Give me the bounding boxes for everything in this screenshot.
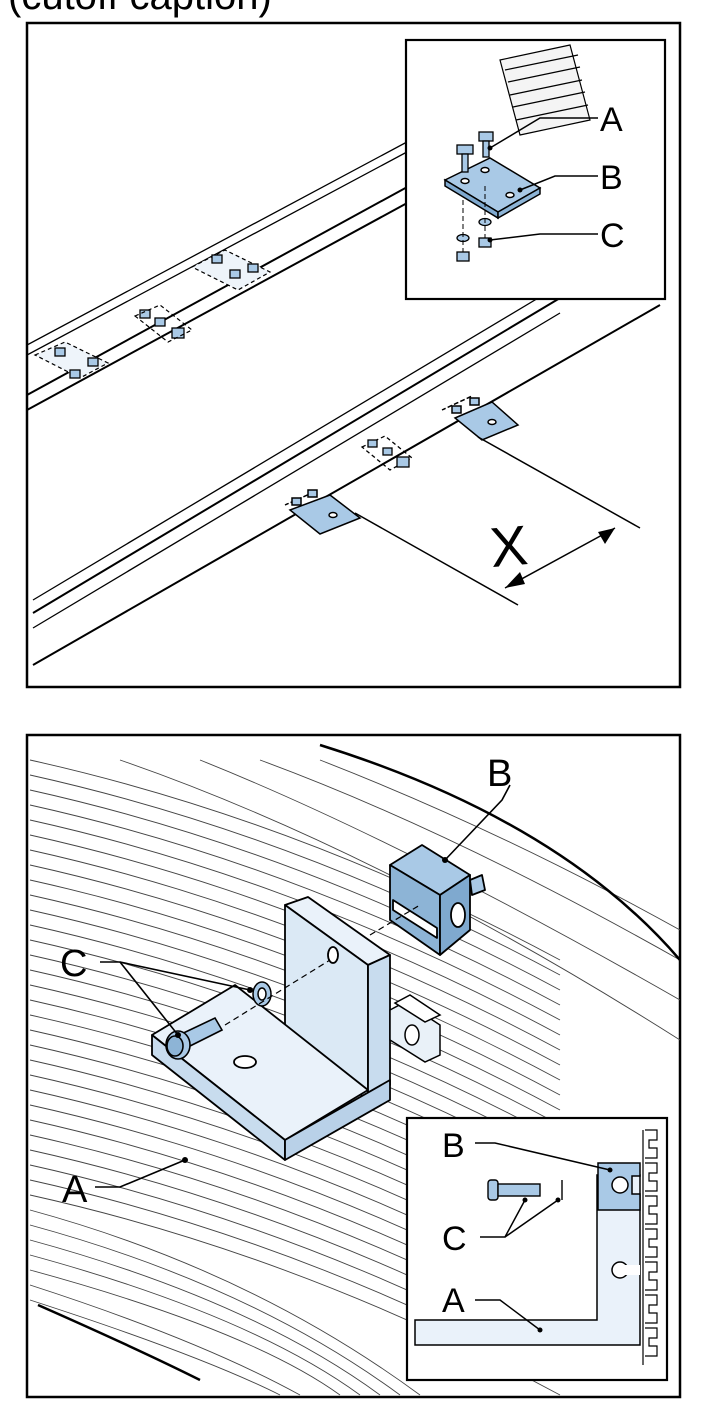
inset-label-c: C [600,217,625,255]
dimension-lines [354,436,641,606]
top-inset: A B C [404,38,667,301]
plate-left [284,489,362,535]
bolt-c [165,1016,224,1060]
assembly-axis [224,904,421,1026]
inset-leaders-bottom [475,1142,611,1331]
inset-label-a-bottom: A [442,1282,465,1320]
plate-right [441,395,520,441]
inset-bolt-c [487,1179,563,1201]
arrow-head-1 [505,572,525,588]
label-a: A [62,1169,88,1211]
plate-middle [360,435,414,471]
inset-label-a: A [600,101,623,139]
inset-profile-teeth [642,1129,658,1365]
inset-label-c-bottom: C [442,1220,467,1258]
inset-label-b: B [600,159,623,197]
label-c: C [60,943,87,985]
dashed-plate-1 [33,341,110,379]
top-panel: X [25,21,682,689]
inset-plate-b [443,157,542,220]
washer-c [252,981,272,1007]
figure-caption: (cutoff caption) [8,0,272,19]
extrusion-profile [499,44,591,136]
rail-profile [389,994,442,1063]
inset-leaders [489,117,598,241]
main-leaders [95,784,511,1188]
inset-tnut-b [597,1162,641,1211]
bottom-panel: B C A [25,733,682,1399]
arrow-head-2 [598,528,615,544]
inset-label-b-bottom: B [442,1127,465,1165]
dashed-plate-3 [133,304,194,343]
dimension-x-label: X [487,513,530,579]
label-b: B [487,753,512,795]
bottom-inset: B C A [405,1116,669,1382]
clamp-group-1 [54,254,259,379]
t-nut-b [389,844,486,956]
